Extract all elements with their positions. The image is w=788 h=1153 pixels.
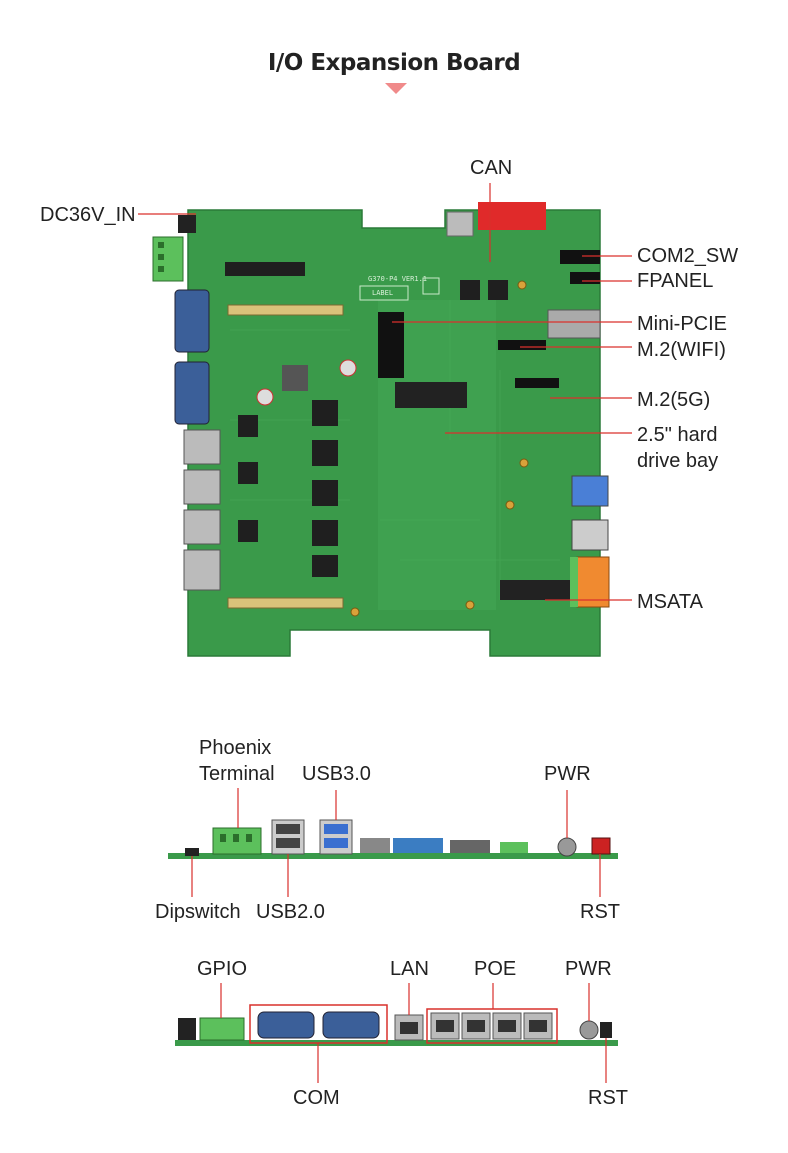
label-poe: POE bbox=[474, 958, 517, 980]
side1-pcb bbox=[168, 853, 618, 859]
silk-label: LABEL bbox=[372, 289, 394, 297]
right-terminal-block bbox=[576, 556, 610, 608]
label-phoenix-1: Phoenix bbox=[199, 737, 272, 759]
usb-port-right-1 bbox=[571, 475, 609, 507]
sata-slot bbox=[395, 382, 467, 408]
top-usb bbox=[446, 211, 474, 237]
label-usb20: USB2.0 bbox=[256, 901, 325, 923]
com-port-2 bbox=[174, 361, 210, 425]
board-to-board-connector-top bbox=[227, 304, 344, 316]
dc-jack bbox=[178, 215, 196, 233]
label-rst-1: RST bbox=[580, 901, 620, 923]
label-com: COM bbox=[293, 1087, 340, 1109]
label-rst-2: RST bbox=[588, 1087, 628, 1109]
lan-port-1 bbox=[183, 429, 221, 465]
label-hdd-line1: 2.5" hard bbox=[637, 424, 718, 446]
label-mini-pcie: Mini-PCIE bbox=[637, 313, 728, 335]
label-dc-in: DC36V_IN bbox=[40, 204, 136, 226]
label-hdd-line2: drive bay bbox=[637, 450, 719, 472]
card-slot bbox=[547, 309, 601, 339]
side2-rst-button bbox=[600, 1022, 612, 1038]
side2-pcb bbox=[175, 1040, 618, 1046]
board-to-board-connector-bottom bbox=[227, 597, 344, 609]
label-pwr-1: PWR bbox=[544, 763, 591, 785]
lan-port-4 bbox=[183, 549, 221, 591]
side2-com-port-1 bbox=[257, 1011, 315, 1039]
com-port-1 bbox=[174, 289, 210, 353]
side2-gpio bbox=[199, 1017, 245, 1041]
lan-port-3 bbox=[183, 509, 221, 545]
label-com2-sw: COM2_SW bbox=[637, 245, 739, 267]
m2-wifi-slot bbox=[498, 340, 546, 350]
label-fpanel: FPANEL bbox=[637, 270, 714, 292]
lan-port-2 bbox=[183, 469, 221, 505]
usb-port-right-2 bbox=[571, 519, 609, 551]
label-m2-5g: M.2(5G) bbox=[637, 389, 711, 411]
label-dipswitch: Dipswitch bbox=[155, 901, 241, 923]
silk-model: G370-P4 VER1.1 bbox=[368, 275, 428, 283]
m2-5g-slot bbox=[515, 378, 559, 388]
page-title: I/O Expansion Board bbox=[267, 50, 521, 76]
mini-pcie-slot bbox=[378, 312, 404, 378]
side1-dipswitch bbox=[185, 848, 199, 856]
label-gpio: GPIO bbox=[197, 958, 248, 980]
title-arrow-icon bbox=[385, 83, 407, 94]
can-connector bbox=[478, 202, 546, 230]
msata-slot bbox=[500, 580, 570, 600]
label-pwr-2: PWR bbox=[565, 958, 612, 980]
label-can: CAN bbox=[470, 157, 513, 179]
label-lan: LAN bbox=[390, 958, 429, 980]
com2-sw-header bbox=[560, 250, 600, 264]
side1-rst-button bbox=[591, 837, 611, 855]
label-phoenix-2: Terminal bbox=[199, 763, 275, 785]
label-msata: MSATA bbox=[637, 591, 703, 613]
capacitor-1 bbox=[256, 388, 274, 406]
side2-dc-jack bbox=[178, 1018, 196, 1040]
capacitor-2 bbox=[339, 359, 357, 377]
side2-poe-frame bbox=[426, 1008, 558, 1044]
side2-poe-port-4 bbox=[523, 1012, 553, 1040]
label-m2-wifi: M.2(WIFI) bbox=[637, 339, 726, 361]
label-usb30: USB3.0 bbox=[302, 763, 371, 785]
side2-com-port-2 bbox=[322, 1011, 380, 1039]
chip-group bbox=[225, 262, 508, 577]
side2-pwr-button bbox=[579, 1020, 599, 1040]
